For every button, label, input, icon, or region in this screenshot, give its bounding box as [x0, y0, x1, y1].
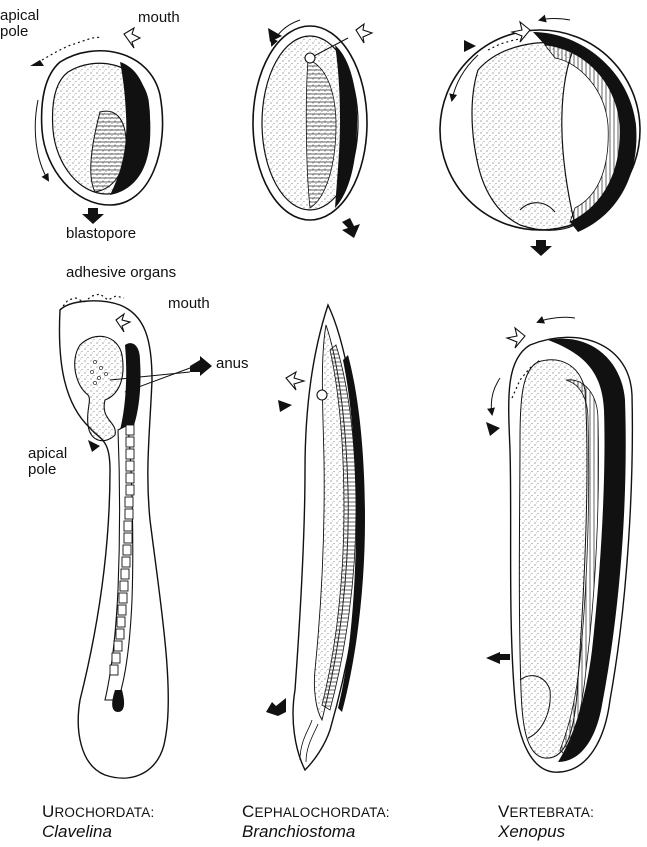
mouth-label-top: mouth	[138, 10, 180, 26]
caption-genus-xenopus: Xenopus	[498, 822, 565, 842]
caption-genus-branchiostoma: Branchiostoma	[242, 822, 355, 842]
caption-group-urochordata: UROCHORDATA:	[42, 802, 154, 823]
caption-group-initial: C	[242, 802, 254, 821]
caption-group-rest: EPHALOCHORDATA:	[254, 805, 389, 820]
caption-group-initial: V	[498, 802, 510, 821]
cephalochordata-embryo	[253, 20, 372, 238]
caption-group-rest: ERTEBRATA:	[510, 805, 595, 820]
mouth-label-mid: mouth	[168, 296, 210, 312]
caption-group-cephalochordata: CEPHALOCHORDATA:	[242, 802, 390, 823]
caption-group-rest: ROCHORDATA:	[54, 805, 154, 820]
anus-label: anus	[216, 356, 249, 372]
urochordata-larva	[59, 294, 212, 778]
blastopore-label: blastopore	[66, 226, 136, 242]
caption-group-vertebrata: VERTEBRATA:	[498, 802, 594, 823]
caption-group-initial: U	[42, 802, 54, 821]
vertebrata-tadpole	[486, 317, 632, 772]
apical-pole-label-top: apical pole	[0, 8, 48, 40]
vertebrata-embryo	[440, 19, 640, 257]
cephalochordata-larva	[266, 305, 365, 770]
apical-pole-label-bottom: apical pole	[28, 446, 67, 478]
urochordata-embryo	[30, 28, 163, 224]
caption-genus-clavelina: Clavelina	[42, 822, 112, 842]
adhesive-organs-label: adhesive organs	[66, 265, 176, 281]
